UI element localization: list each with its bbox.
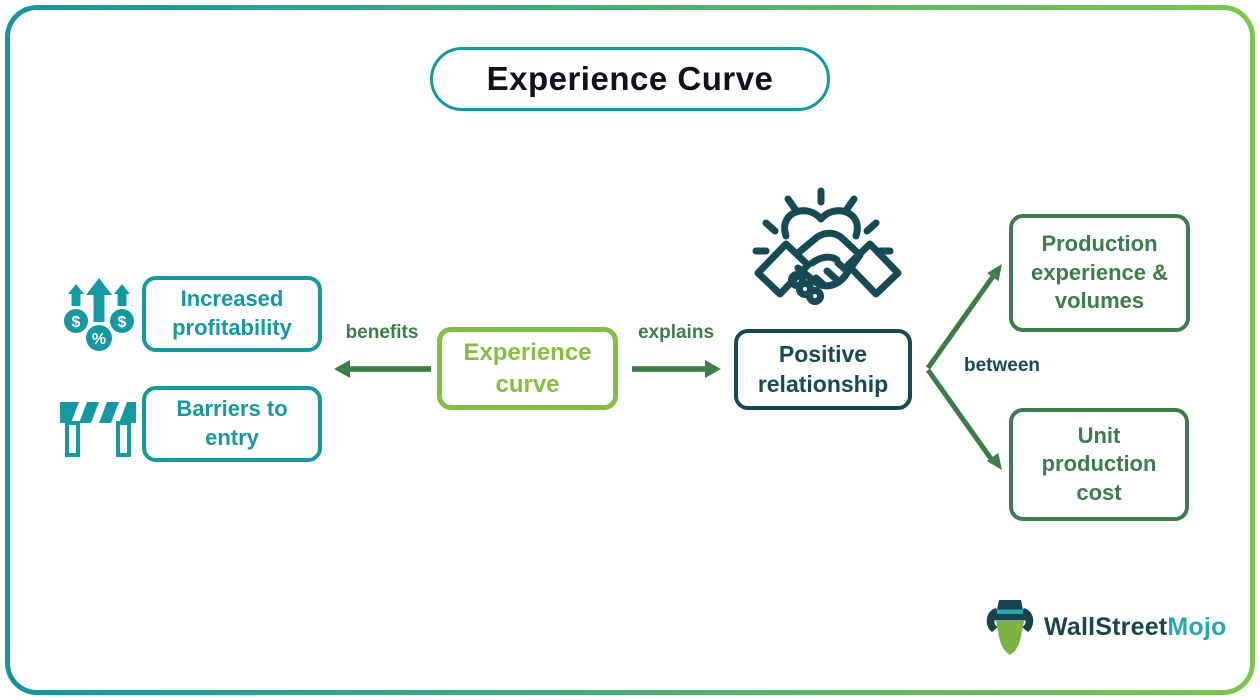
box-label: Unit production cost bbox=[1041, 422, 1157, 505]
logo-text-wallstreet: WallStreet bbox=[1044, 612, 1168, 641]
box-production-experience-volumes: Production experience & volumes bbox=[1009, 214, 1190, 332]
benefits-label: benefits bbox=[345, 322, 419, 343]
box-increased-profitability: Increased profitability bbox=[142, 276, 322, 352]
box-unit-production-cost: Unit production cost bbox=[1009, 408, 1189, 521]
dollar-glyph: $ bbox=[72, 314, 81, 331]
profit-growth-icon: $ $ % bbox=[64, 278, 134, 351]
arrow-left-icon bbox=[334, 360, 431, 378]
bull-mascot-icon bbox=[986, 600, 1034, 655]
gradient-border-frame bbox=[5, 5, 1255, 695]
box-label: Barriers to entry bbox=[176, 396, 288, 450]
road-barrier-icon bbox=[60, 402, 136, 457]
fork-arrows-icon bbox=[925, 264, 1002, 470]
logo-text: WallStreetMojo bbox=[1044, 613, 1226, 642]
box-experience-curve: Experience curve bbox=[437, 327, 618, 410]
wallstreetmojo-logo: WallStreetMojo bbox=[983, 598, 1226, 656]
percent-glyph: % bbox=[92, 331, 106, 348]
box-label: Positive relationship bbox=[757, 340, 889, 397]
page-title: Experience Curve bbox=[486, 60, 774, 97]
box-barriers-to-entry: Barriers to entry bbox=[142, 386, 322, 462]
box-positive-relationship: Positive relationship bbox=[734, 329, 912, 410]
box-label: Production experience & volumes bbox=[1031, 231, 1168, 314]
box-label: Increased profitability bbox=[172, 286, 292, 340]
box-label: Experience curve bbox=[463, 339, 592, 398]
arrow-right-icon bbox=[632, 360, 721, 378]
logo-text-mojo: Mojo bbox=[1167, 612, 1227, 641]
dollar-glyph: $ bbox=[118, 314, 127, 331]
between-label: between bbox=[964, 355, 1041, 376]
explains-label: explains bbox=[637, 322, 715, 343]
handshake-heart-icon bbox=[752, 187, 902, 305]
title-pill: Experience Curve bbox=[430, 47, 830, 111]
